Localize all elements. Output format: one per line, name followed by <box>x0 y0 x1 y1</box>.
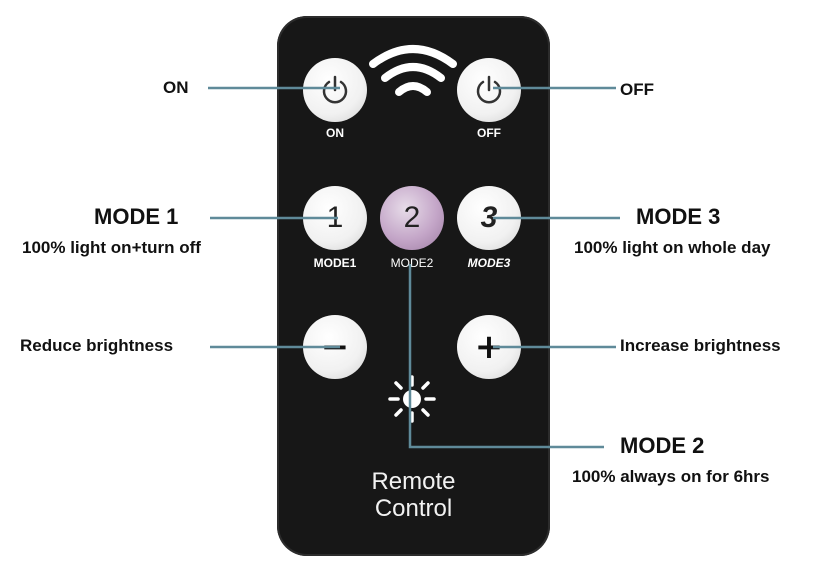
on-button[interactable] <box>303 58 367 122</box>
annotation-increase-brightness: Increase brightness <box>620 336 781 355</box>
remote-control: ON OFF 1 MODE1 2 MODE2 3 MODE3 − + <box>277 16 550 556</box>
mode1-number: 1 <box>326 201 344 234</box>
remote-title-line1: Remote <box>371 468 456 495</box>
off-button[interactable] <box>457 58 521 122</box>
on-button-label: ON <box>326 126 344 140</box>
annotation-mode2-desc: 100% always on for 6hrs <box>572 467 770 486</box>
mode1-button-label: MODE1 <box>313 256 357 270</box>
mode3-number: 3 <box>480 201 498 234</box>
annotation-mode1-title: MODE 1 <box>94 204 179 229</box>
remote-title-line2: Control <box>374 495 453 522</box>
minus-icon: − <box>320 327 350 367</box>
annotation-off: OFF <box>620 80 654 99</box>
mode2-button[interactable]: 2 <box>380 186 444 250</box>
power-icon <box>322 75 348 104</box>
annotation-reduce-brightness: Reduce brightness <box>20 336 174 355</box>
signal-waves-icon <box>369 45 457 96</box>
mode3-button[interactable]: 3 <box>457 186 521 250</box>
annotation-mode1-desc: 100% light on+turn off <box>22 238 201 257</box>
brightness-icon <box>388 375 436 423</box>
annotation-mode3-title: MODE 3 <box>636 204 721 229</box>
reduce-brightness-button[interactable]: − <box>303 315 367 379</box>
mode1-button[interactable]: 1 <box>303 186 367 250</box>
increase-brightness-button[interactable]: + <box>457 315 521 379</box>
annotation-mode3-desc: 100% light on whole day <box>574 238 771 257</box>
power-icon <box>476 75 502 104</box>
mode3-button-label: MODE3 <box>467 256 511 270</box>
mode2-number: 2 <box>403 201 421 234</box>
off-button-label: OFF <box>477 126 501 140</box>
annotation-mode2-title: MODE 2 <box>620 433 705 458</box>
annotation-on: ON <box>163 78 189 97</box>
plus-icon: + <box>474 327 504 367</box>
